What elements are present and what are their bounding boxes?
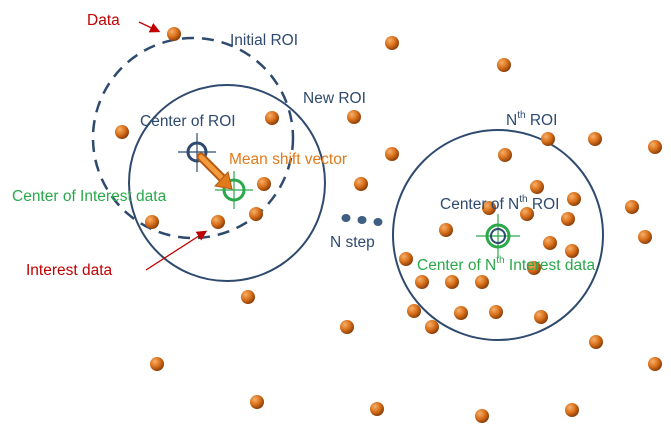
interest-data-label: Interest data	[26, 262, 113, 279]
data-point	[567, 192, 581, 206]
data-point	[454, 306, 468, 320]
data-point	[482, 201, 496, 215]
new-roi-circle	[128, 84, 326, 282]
data-points	[115, 27, 662, 423]
n-step-label: N step	[330, 234, 375, 251]
data-point	[489, 305, 503, 319]
data-point	[520, 207, 534, 221]
data-point	[167, 27, 181, 41]
data-point	[439, 223, 453, 237]
center-of-nth-interest-data-label: Center of Nth Interest data	[417, 255, 595, 274]
data-point	[565, 244, 579, 258]
data-point	[543, 236, 557, 250]
data-point	[115, 125, 129, 139]
new-roi-label: New ROI	[303, 90, 366, 107]
initial-roi-label: Initial ROI	[230, 32, 298, 49]
data-point	[445, 275, 459, 289]
mean-shift-vector-label: Mean shift vector	[229, 151, 347, 168]
nth-roi-circle	[392, 129, 604, 341]
data-point	[415, 275, 429, 289]
center-of-roi-label: Center of ROI	[140, 113, 236, 130]
nth-center-marker	[476, 214, 520, 258]
data-point	[589, 335, 603, 349]
data-point	[407, 304, 421, 318]
data-point	[475, 409, 489, 423]
data-point	[241, 290, 255, 304]
data-point	[347, 110, 361, 124]
n-step-dots	[341, 214, 383, 226]
data-point	[340, 320, 354, 334]
data-point	[475, 275, 489, 289]
data-point	[354, 177, 368, 191]
data-point	[145, 215, 159, 229]
data-point	[385, 36, 399, 50]
data-point	[625, 200, 639, 214]
data-label: Data	[87, 12, 120, 29]
data-point	[498, 148, 512, 162]
center-of-interest-data-label: Center of Interest data	[12, 188, 167, 205]
mean-shift-arrow	[196, 152, 233, 190]
data-point	[561, 212, 575, 226]
data-point	[385, 147, 399, 161]
nth-roi-label: Nth ROI	[506, 110, 557, 129]
data-point	[527, 261, 541, 275]
initial-roi-circle	[91, 36, 295, 240]
data-point	[648, 357, 662, 371]
data-pointer-arrow	[138, 21, 161, 33]
interest-data-pointer-arrow	[145, 230, 208, 271]
data-point	[370, 402, 384, 416]
data-point	[250, 395, 264, 409]
roi-center-marker	[178, 133, 216, 172]
data-point	[211, 215, 225, 229]
data-point	[249, 207, 263, 221]
data-point	[265, 111, 279, 125]
data-point	[638, 230, 652, 244]
data-point	[425, 320, 439, 334]
data-point	[530, 180, 544, 194]
data-point	[257, 177, 271, 191]
interest-center-marker	[215, 171, 253, 209]
center-of-nth-roi-label: Center of Nth ROI	[440, 194, 559, 213]
data-point	[541, 132, 555, 146]
data-point	[497, 58, 511, 72]
data-point	[399, 252, 413, 266]
data-point	[648, 140, 662, 154]
data-point	[150, 357, 164, 371]
data-point	[565, 403, 579, 417]
data-point	[588, 132, 602, 146]
data-point	[534, 310, 548, 324]
